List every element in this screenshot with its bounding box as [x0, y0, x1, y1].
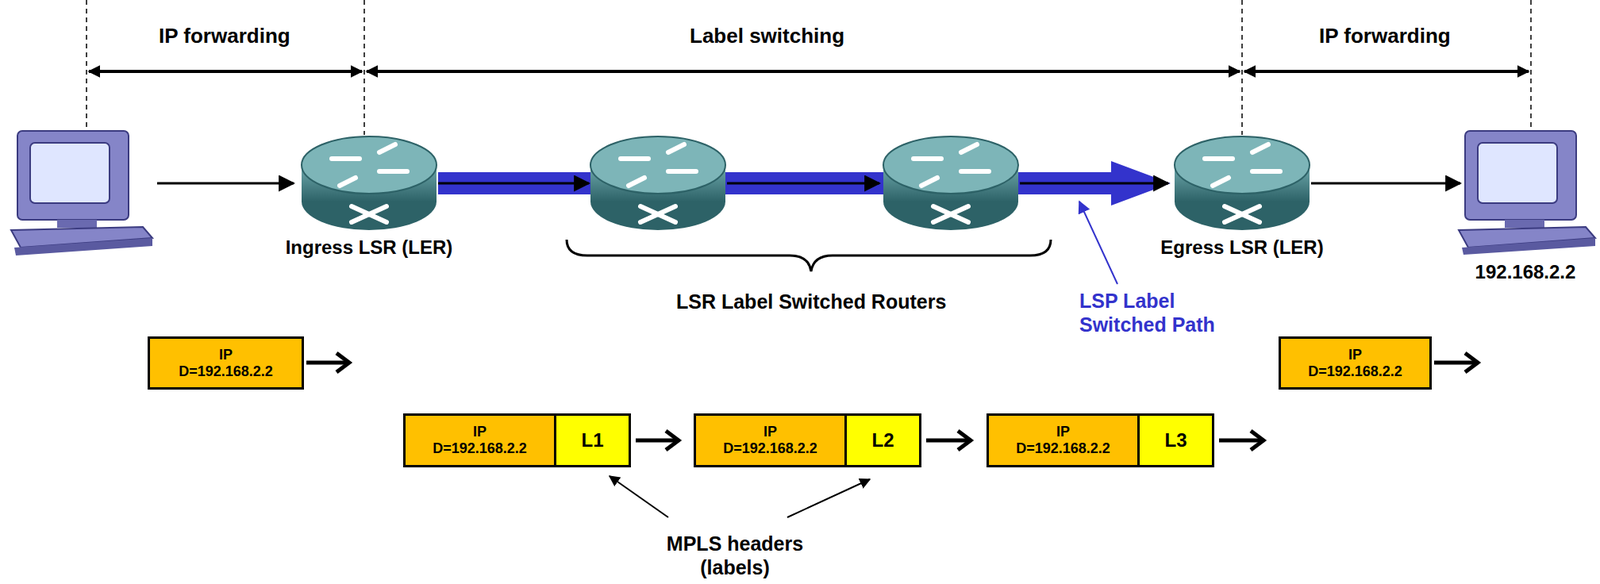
router-node: Ingress LSR (LER): [300, 134, 439, 232]
ip-header-box: IPD=192.168.2.2: [693, 413, 847, 468]
ip-header-box: IPD=192.168.2.2: [147, 336, 304, 390]
destination-address: D=192.168.2.2: [723, 440, 818, 458]
computer-icon: [1453, 129, 1597, 257]
computer-icon: [11, 130, 153, 256]
divider-line: [86, 0, 1531, 135]
node-caption: 192.168.2.2: [1475, 261, 1577, 284]
protocol-name: IP: [473, 423, 487, 441]
mpls-label-box: L1: [553, 413, 631, 468]
protocol-name: IP: [1056, 423, 1070, 441]
section-label: IP forwarding: [1319, 23, 1451, 48]
destination-address: D=192.168.2.2: [432, 440, 527, 458]
destination-address: D=192.168.2.2: [178, 363, 274, 381]
callout-label: LSP Label Switched Path: [1079, 288, 1239, 337]
section-label: Label switching: [689, 23, 845, 48]
computer-node: 192.168.2.2: [1453, 129, 1597, 257]
ip-link: [157, 182, 294, 185]
group-label: LSR Label Switched Routers: [676, 289, 947, 314]
ip-link: [1311, 182, 1461, 185]
lsp-band: [438, 161, 1171, 206]
protocol-name: IP: [1348, 346, 1362, 364]
span-arrow: [88, 69, 1529, 74]
brace: [566, 239, 1051, 272]
label-switch-link: [438, 182, 1169, 185]
label-id: L1: [580, 429, 604, 452]
destination-address: D=192.168.2.2: [1307, 363, 1403, 381]
mpls-label-box: L3: [1137, 413, 1215, 468]
ip-header-box: IPD=192.168.2.2: [986, 413, 1140, 468]
section-label: IP forwarding: [158, 23, 291, 48]
leader-line: [1079, 201, 1118, 285]
ip-header-box: IPD=192.168.2.2: [1278, 336, 1432, 390]
node-caption: Ingress LSR (LER): [285, 236, 454, 259]
router-icon: [300, 134, 439, 232]
protocol-name: IP: [219, 346, 233, 364]
ip-header-box: IPD=192.168.2.2: [403, 413, 557, 468]
protocol-name: IP: [763, 423, 777, 441]
destination-address: D=192.168.2.2: [1015, 440, 1111, 458]
node-caption: Egress LSR (LER): [1160, 236, 1324, 259]
router-node: Egress LSR (LER): [1173, 134, 1312, 232]
router-icon: [590, 136, 1019, 231]
label-id: L3: [1164, 429, 1187, 452]
mpls-label-box: L2: [844, 413, 922, 468]
label-id: L2: [871, 429, 894, 452]
leader-line: [609, 476, 870, 518]
router-icon: [1173, 134, 1312, 232]
callout-label: MPLS headers (labels): [631, 531, 839, 580]
